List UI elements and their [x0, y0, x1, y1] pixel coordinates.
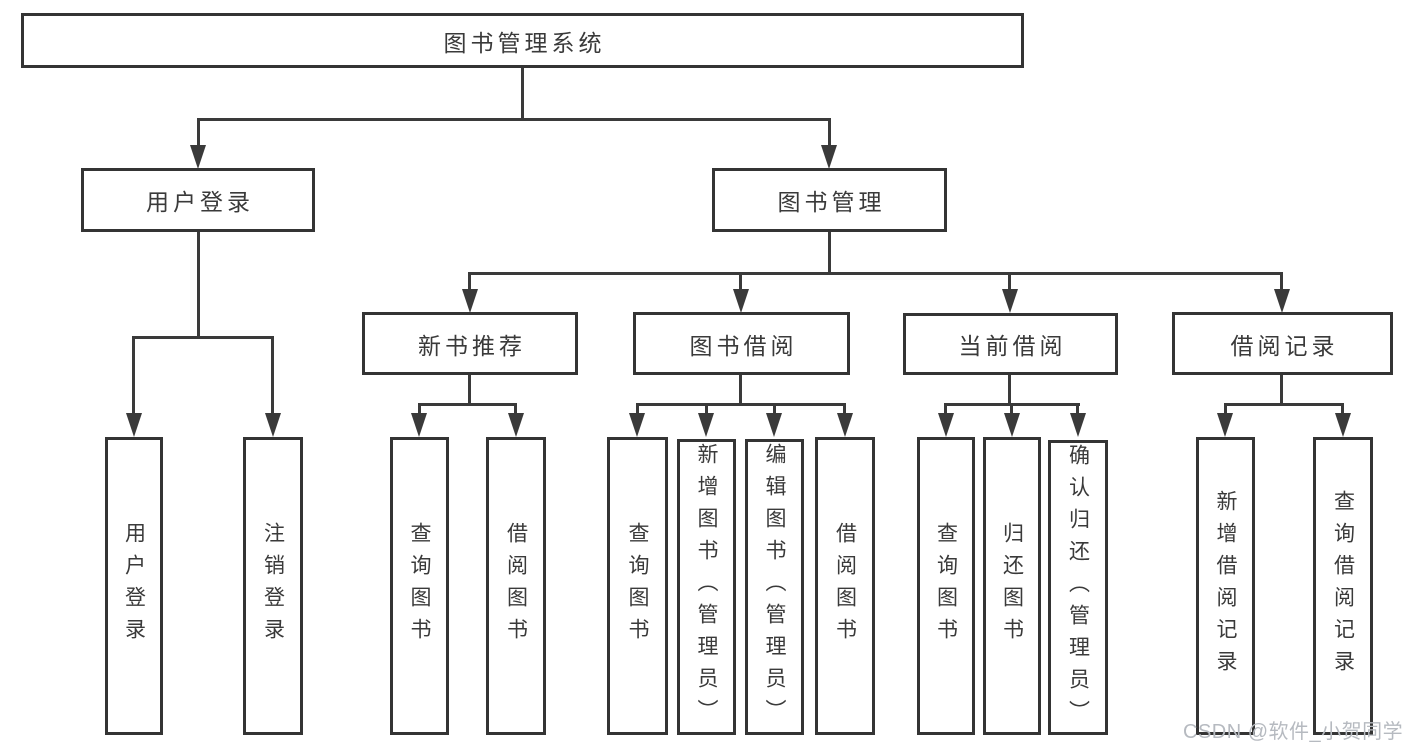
connector-line [132, 336, 135, 415]
leaf-query-borrow-record: 查询借阅记录 [1313, 437, 1373, 735]
connector-line [197, 118, 200, 147]
connector-line [418, 403, 421, 417]
arrow-down-icon [1070, 413, 1086, 437]
connector-line [1280, 375, 1283, 406]
node-book-borrow-label: 图书借阅 [689, 332, 798, 359]
node-new-book-recommend-label: 新书推荐 [418, 332, 526, 359]
leaf-confirm-return-admin-label: 确认归还（管理员） [1066, 443, 1090, 732]
connector-line [636, 403, 639, 417]
leaf-borrow-query-book: 查询图书 [607, 437, 668, 735]
connector-line [521, 68, 524, 121]
connector-line [514, 403, 517, 417]
arrow-down-icon [265, 413, 281, 437]
connector-line [828, 118, 831, 147]
connector-line [636, 403, 846, 406]
connector-line [1224, 403, 1227, 417]
connector-line [828, 232, 831, 275]
arrow-down-icon [1274, 289, 1290, 313]
arrow-down-icon [733, 289, 749, 313]
arrow-down-icon [821, 145, 837, 169]
leaf-borrow-book: 借阅图书 [815, 437, 875, 735]
connector-line [1076, 403, 1079, 417]
connector-line [468, 272, 471, 292]
node-root-label: 图书管理系统 [443, 29, 606, 56]
arrow-down-icon [766, 413, 782, 437]
connector-line [1008, 375, 1011, 406]
connector-line [1010, 403, 1013, 417]
node-borrow-record-label: 借阅记录 [1230, 332, 1339, 359]
leaf-edit-book-admin-label: 编辑图书（管理员） [763, 443, 786, 731]
leaf-add-book-admin: 新增图书（管理员） [677, 439, 736, 735]
leaf-confirm-return-admin: 确认归还（管理员） [1048, 440, 1108, 735]
node-new-book-recommend: 新书推荐 [362, 312, 578, 375]
node-user-login: 用户登录 [81, 168, 315, 232]
connector-line [1280, 272, 1283, 292]
leaf-add-book-admin-label: 新增图书（管理员） [695, 443, 718, 731]
leaf-add-borrow-record-label: 新增借阅记录 [1214, 490, 1237, 682]
connector-line [739, 272, 742, 292]
connector-line [197, 118, 831, 121]
leaf-recommend-query-book: 查询图书 [390, 437, 449, 735]
connector-line [705, 403, 708, 417]
leaf-recommend-borrow-book-label: 借阅图书 [504, 522, 528, 650]
arrow-down-icon [629, 413, 645, 437]
leaf-return-book: 归还图书 [983, 437, 1041, 735]
arrow-down-icon [508, 413, 524, 437]
arrow-down-icon [1335, 413, 1351, 437]
leaf-borrow-query-book-label: 查询图书 [626, 522, 649, 650]
leaf-logout: 注销登录 [243, 437, 303, 735]
leaf-logout-label: 注销登录 [261, 522, 285, 650]
arrow-down-icon [938, 413, 954, 437]
connector-line [843, 403, 846, 417]
arrow-down-icon [126, 413, 142, 437]
csdn-watermark: CSDN @软件_小贺同学 [1183, 721, 1404, 743]
leaf-query-borrow-record-label: 查询借阅记录 [1331, 490, 1355, 682]
connector-line [271, 336, 274, 415]
arrow-down-icon [190, 145, 206, 169]
leaf-borrow-book-label: 借阅图书 [833, 522, 857, 650]
leaf-current-query-book-label: 查询图书 [934, 522, 958, 650]
node-current-borrow: 当前借阅 [903, 313, 1118, 375]
arrow-down-icon [411, 413, 427, 437]
connector-line [468, 375, 471, 406]
connector-line [197, 232, 200, 339]
node-current-borrow-label: 当前借阅 [958, 333, 1067, 359]
arrow-down-icon [462, 289, 478, 313]
node-root: 图书管理系统 [21, 13, 1024, 68]
connector-line [773, 403, 776, 417]
leaf-add-borrow-record: 新增借阅记录 [1196, 437, 1255, 735]
arrow-down-icon [1002, 289, 1018, 313]
arrow-down-icon [1004, 413, 1020, 437]
node-book-management: 图书管理 [712, 168, 947, 232]
node-borrow-record: 借阅记录 [1172, 312, 1393, 375]
connector-line [468, 272, 1283, 275]
leaf-edit-book-admin: 编辑图书（管理员） [745, 439, 804, 735]
leaf-recommend-borrow-book: 借阅图书 [486, 437, 546, 735]
leaf-current-query-book: 查询图书 [917, 437, 975, 735]
leaf-recommend-query-book-label: 查询图书 [408, 522, 431, 650]
connector-line [1341, 403, 1344, 417]
connector-line [739, 375, 742, 406]
leaf-return-book-label: 归还图书 [1000, 522, 1024, 650]
connector-line [944, 403, 947, 417]
arrow-down-icon [837, 413, 853, 437]
node-user-login-label: 用户登录 [146, 189, 254, 215]
connector-line [418, 403, 517, 406]
connector-line [1224, 403, 1344, 406]
node-book-management-label: 图书管理 [777, 189, 886, 215]
node-book-borrow: 图书借阅 [633, 312, 850, 375]
arrow-down-icon [1217, 413, 1233, 437]
connector-line [1008, 272, 1011, 292]
leaf-user-login-label: 用户登录 [122, 522, 146, 650]
connector-line [132, 336, 274, 339]
leaf-user-login: 用户登录 [105, 437, 163, 735]
arrow-down-icon [698, 413, 714, 437]
